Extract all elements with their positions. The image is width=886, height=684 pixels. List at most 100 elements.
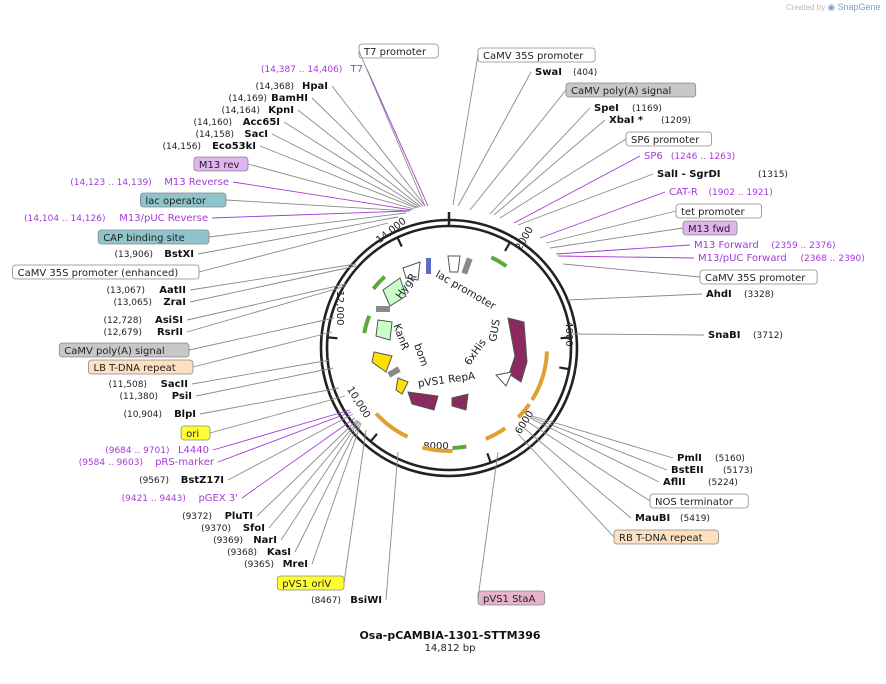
- primer-range: (14,104 .. 14,126): [24, 214, 105, 224]
- feature-arc: [452, 444, 467, 450]
- enzyme-name: KasI: [267, 547, 291, 558]
- enzyme-name: NarI: [253, 535, 277, 546]
- inner-feature-label: bom: [411, 342, 430, 368]
- left-label-2: BamHI(14,169): [228, 93, 424, 207]
- enzyme-name: BlpI: [174, 409, 196, 420]
- primer-range: (14,123 .. 14,139): [70, 178, 151, 188]
- leader-line: [331, 85, 426, 207]
- feature-box-text: T7 promoter: [363, 47, 427, 58]
- scale-tick: [370, 433, 378, 442]
- left-label-14: AatII(13,067): [106, 263, 357, 296]
- scale-tick: [560, 336, 570, 340]
- leader-line: [199, 387, 340, 415]
- right-label-9: CAT-R(1902 .. 1921): [539, 187, 773, 239]
- leader-line: [531, 415, 674, 459]
- leader-line: [198, 222, 389, 273]
- credit-text: Created by: [786, 3, 826, 12]
- leader-line: [208, 212, 407, 238]
- feature-arc: [371, 275, 387, 291]
- feature-arc: [421, 445, 453, 453]
- right-label-5: XbaI *(1209): [493, 115, 691, 216]
- primer-name: pRS-marker: [155, 457, 215, 468]
- left-label-28: PluTI (9372): [182, 419, 358, 522]
- enzyme-position: (5173): [723, 466, 753, 476]
- enzyme-position: (8467): [311, 596, 341, 606]
- feature-arc: [530, 351, 549, 401]
- enzyme-name: BstEII: [671, 465, 704, 476]
- leader-line: [192, 331, 333, 368]
- leader-line: [517, 433, 615, 538]
- leader-line: [189, 265, 357, 303]
- enzyme-position: (14,169): [228, 94, 267, 104]
- enzyme-position: (14,156): [162, 142, 201, 152]
- enzyme-position: (9567): [139, 476, 169, 486]
- right-label-12: M13 Forward(2359 .. 2376): [555, 240, 836, 255]
- feature-box-text: RB T-DNA repeat: [619, 533, 703, 544]
- leader-line: [217, 411, 352, 463]
- leader-line: [452, 54, 479, 206]
- feature-box-text: pVS1 oriV: [282, 579, 331, 590]
- feature-box-text: LB T-DNA repeat: [94, 363, 176, 374]
- leader-line: [571, 333, 705, 336]
- snapgene-logo-icon: ◉: [827, 2, 836, 12]
- enzyme-position: (14,160): [193, 118, 232, 128]
- enzyme-name: SnaBI: [708, 330, 740, 341]
- right-label-18: BstEII (5173): [530, 416, 753, 476]
- leader-line: [195, 367, 334, 397]
- feature-box-text: CaMV 35S promoter: [705, 273, 806, 284]
- left-label-18: CaMV poly(A) signal: [58, 317, 335, 358]
- primer-name: pGEX 3': [198, 493, 238, 504]
- enzyme-name: PluTI: [225, 511, 253, 522]
- enzyme-position: (9372): [182, 512, 212, 522]
- right-label-0: T7 promoter: [358, 43, 439, 207]
- primer-range: (9421 .. 9443): [122, 494, 186, 504]
- enzyme-name: ZraI: [163, 297, 186, 308]
- 6xhis-arrow: [495, 371, 513, 387]
- left-label-21: PsiI(11,380): [119, 367, 334, 402]
- leader-line: [294, 421, 361, 553]
- leader-line: [211, 210, 410, 219]
- feature-arc: [484, 426, 507, 441]
- leader-line: [499, 138, 627, 219]
- right-label-7: SP6(1246 .. 1263): [513, 151, 735, 224]
- left-label-11: CAP binding site: [97, 212, 407, 245]
- kanr-arrow: [375, 319, 393, 341]
- feature-box-text: CAP binding site: [103, 233, 185, 244]
- inner-feature-label: KanR: [391, 322, 412, 352]
- primer-name: M13 Reverse: [164, 177, 229, 188]
- leader-line: [311, 97, 424, 207]
- left-label-32: MreI(9365): [244, 422, 362, 570]
- enzyme-name: SpeI: [594, 103, 619, 114]
- enzyme-name: SalI - SgrDI: [657, 169, 721, 180]
- enzyme-name: KpnI: [268, 105, 294, 116]
- enzyme-name: Eco53kI: [212, 141, 256, 152]
- feature-box-text: ori: [186, 429, 199, 440]
- enzyme-name: AsiSI: [155, 315, 183, 326]
- primer-name: M13 Forward: [694, 240, 759, 251]
- leader-line: [555, 244, 691, 255]
- leader-line: [232, 181, 413, 211]
- enzyme-position: (13,067): [106, 286, 145, 296]
- enzyme-position: (14,164): [221, 106, 260, 116]
- left-label-0: T7(14,387 .. 14,406): [261, 64, 429, 207]
- left-label-25: pRS-marker(9584 .. 9603): [79, 411, 352, 468]
- left-label-1: HpaI(14,368): [255, 81, 426, 207]
- primer-name: M13/pUC Reverse: [119, 213, 208, 224]
- enzyme-position: (9368): [227, 548, 257, 558]
- primer-range: (1902 .. 1921): [709, 188, 773, 198]
- enzyme-position: (9365): [244, 560, 274, 570]
- primer-range: (2368 .. 2390): [801, 254, 865, 264]
- inner-feature-label: GUS: [487, 318, 503, 343]
- feature-box-text: M13 rev: [199, 160, 240, 171]
- enzyme-position: (9369): [213, 536, 243, 546]
- feature-box-text: CaMV 35S promoter (enhanced): [18, 268, 179, 279]
- left-label-20: SacII(11,508): [108, 359, 331, 390]
- primer-name: L4440: [178, 445, 209, 456]
- enzyme-position: (14,368): [255, 82, 294, 92]
- enzyme-position: (404): [573, 68, 597, 78]
- created-by-credit: Created by ◉ SnapGene: [786, 2, 881, 13]
- leader-line: [469, 89, 567, 211]
- primer-range: (1246 .. 1263): [671, 152, 735, 162]
- camv-polya-block: [376, 306, 390, 312]
